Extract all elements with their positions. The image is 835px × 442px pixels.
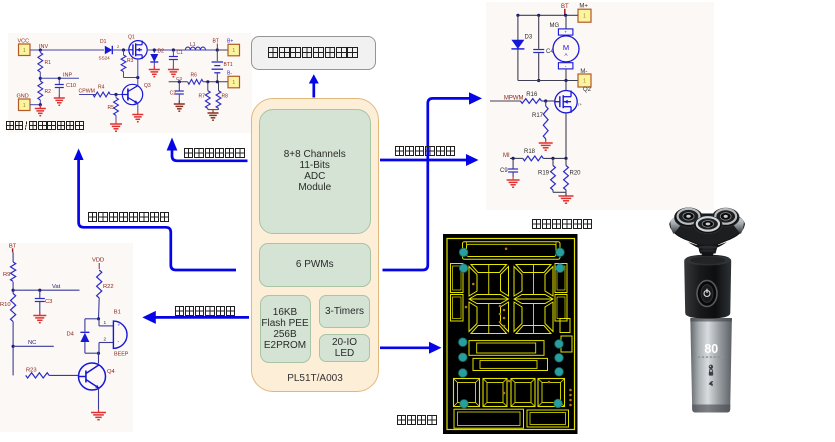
svg-text:R10: R10 (0, 302, 11, 308)
svg-text:Q3: Q3 (144, 83, 151, 89)
svg-text:Vat: Vat (52, 284, 61, 290)
svg-text:2: 2 (117, 44, 120, 49)
svg-text:INV: INV (39, 44, 49, 50)
svg-text:MI: MI (503, 153, 510, 159)
svg-text:C1: C1 (177, 50, 184, 56)
svg-text:R9: R9 (3, 272, 10, 278)
svg-text:VCC: VCC (18, 39, 30, 45)
svg-text:1: 1 (583, 14, 586, 20)
svg-text:Q1: Q1 (128, 35, 135, 41)
svg-text:BT1: BT1 (224, 62, 233, 68)
svg-text:BT: BT (213, 39, 219, 45)
svg-text:-: - (565, 64, 567, 70)
svg-text:R7: R7 (199, 94, 206, 100)
svg-text:R16: R16 (526, 92, 538, 98)
svg-text:D4: D4 (67, 332, 75, 338)
svg-text:C3: C3 (45, 299, 52, 305)
svg-text:MG: MG (550, 23, 560, 29)
svg-text:BEEP: BEEP (114, 352, 129, 358)
svg-text:D2: D2 (158, 49, 165, 55)
svg-text:B+: B+ (227, 39, 233, 45)
svg-text:+: + (118, 324, 121, 329)
svg-text:BT: BT (561, 4, 569, 10)
svg-text:MPWM: MPWM (504, 95, 524, 101)
svg-text:R3: R3 (127, 58, 134, 64)
svg-text:SS24: SS24 (99, 55, 111, 60)
svg-text:Q2: Q2 (583, 87, 592, 93)
svg-text:B1: B1 (114, 310, 121, 316)
svg-text:1: 1 (232, 48, 235, 54)
svg-text:R23: R23 (26, 368, 37, 374)
svg-text:1: 1 (104, 320, 107, 326)
svg-text:R20: R20 (570, 171, 582, 177)
svg-text:-: - (118, 339, 120, 345)
svg-text:+: + (564, 30, 567, 35)
svg-text:C10: C10 (66, 83, 76, 89)
svg-text:CPWM: CPWM (79, 89, 95, 95)
svg-text:R22: R22 (103, 284, 114, 290)
svg-text:1: 1 (583, 79, 586, 85)
svg-text:C9: C9 (500, 168, 508, 174)
svg-text:R5: R5 (108, 105, 115, 111)
svg-text:VDD: VDD (92, 258, 104, 264)
svg-text:M: M (563, 43, 569, 52)
svg-text:R2: R2 (45, 89, 52, 95)
svg-text:C4: C4 (546, 49, 554, 55)
svg-text:BT: BT (9, 244, 17, 250)
svg-text:L1: L1 (190, 42, 196, 48)
svg-text:D1: D1 (100, 39, 107, 45)
svg-text:R17: R17 (532, 113, 544, 119)
svg-text:C3: C3 (176, 76, 182, 81)
svg-text:R4: R4 (98, 85, 105, 91)
svg-text:80: 80 (704, 342, 718, 356)
svg-text:M-: M- (580, 69, 587, 75)
svg-text:B-: B- (227, 71, 232, 77)
svg-text:NC: NC (28, 340, 36, 346)
svg-text:GND: GND (17, 94, 29, 100)
svg-text:R1: R1 (45, 60, 52, 66)
svg-text:INP: INP (63, 73, 73, 79)
svg-text:C2: C2 (170, 91, 177, 97)
svg-text:M+: M+ (579, 3, 588, 9)
svg-text:1: 1 (23, 48, 26, 54)
svg-text:2: 2 (104, 337, 107, 343)
svg-text:1: 1 (232, 80, 235, 86)
svg-text:1: 1 (23, 103, 26, 109)
svg-text:R8: R8 (222, 94, 229, 100)
svg-text:R18: R18 (524, 149, 536, 155)
svg-text:D3: D3 (525, 35, 533, 41)
svg-text:A: A (564, 52, 567, 57)
svg-text:R6: R6 (191, 73, 198, 79)
svg-text:R19: R19 (538, 171, 550, 177)
svg-text:r+: r+ (578, 102, 582, 107)
svg-text:Q4: Q4 (107, 369, 116, 375)
